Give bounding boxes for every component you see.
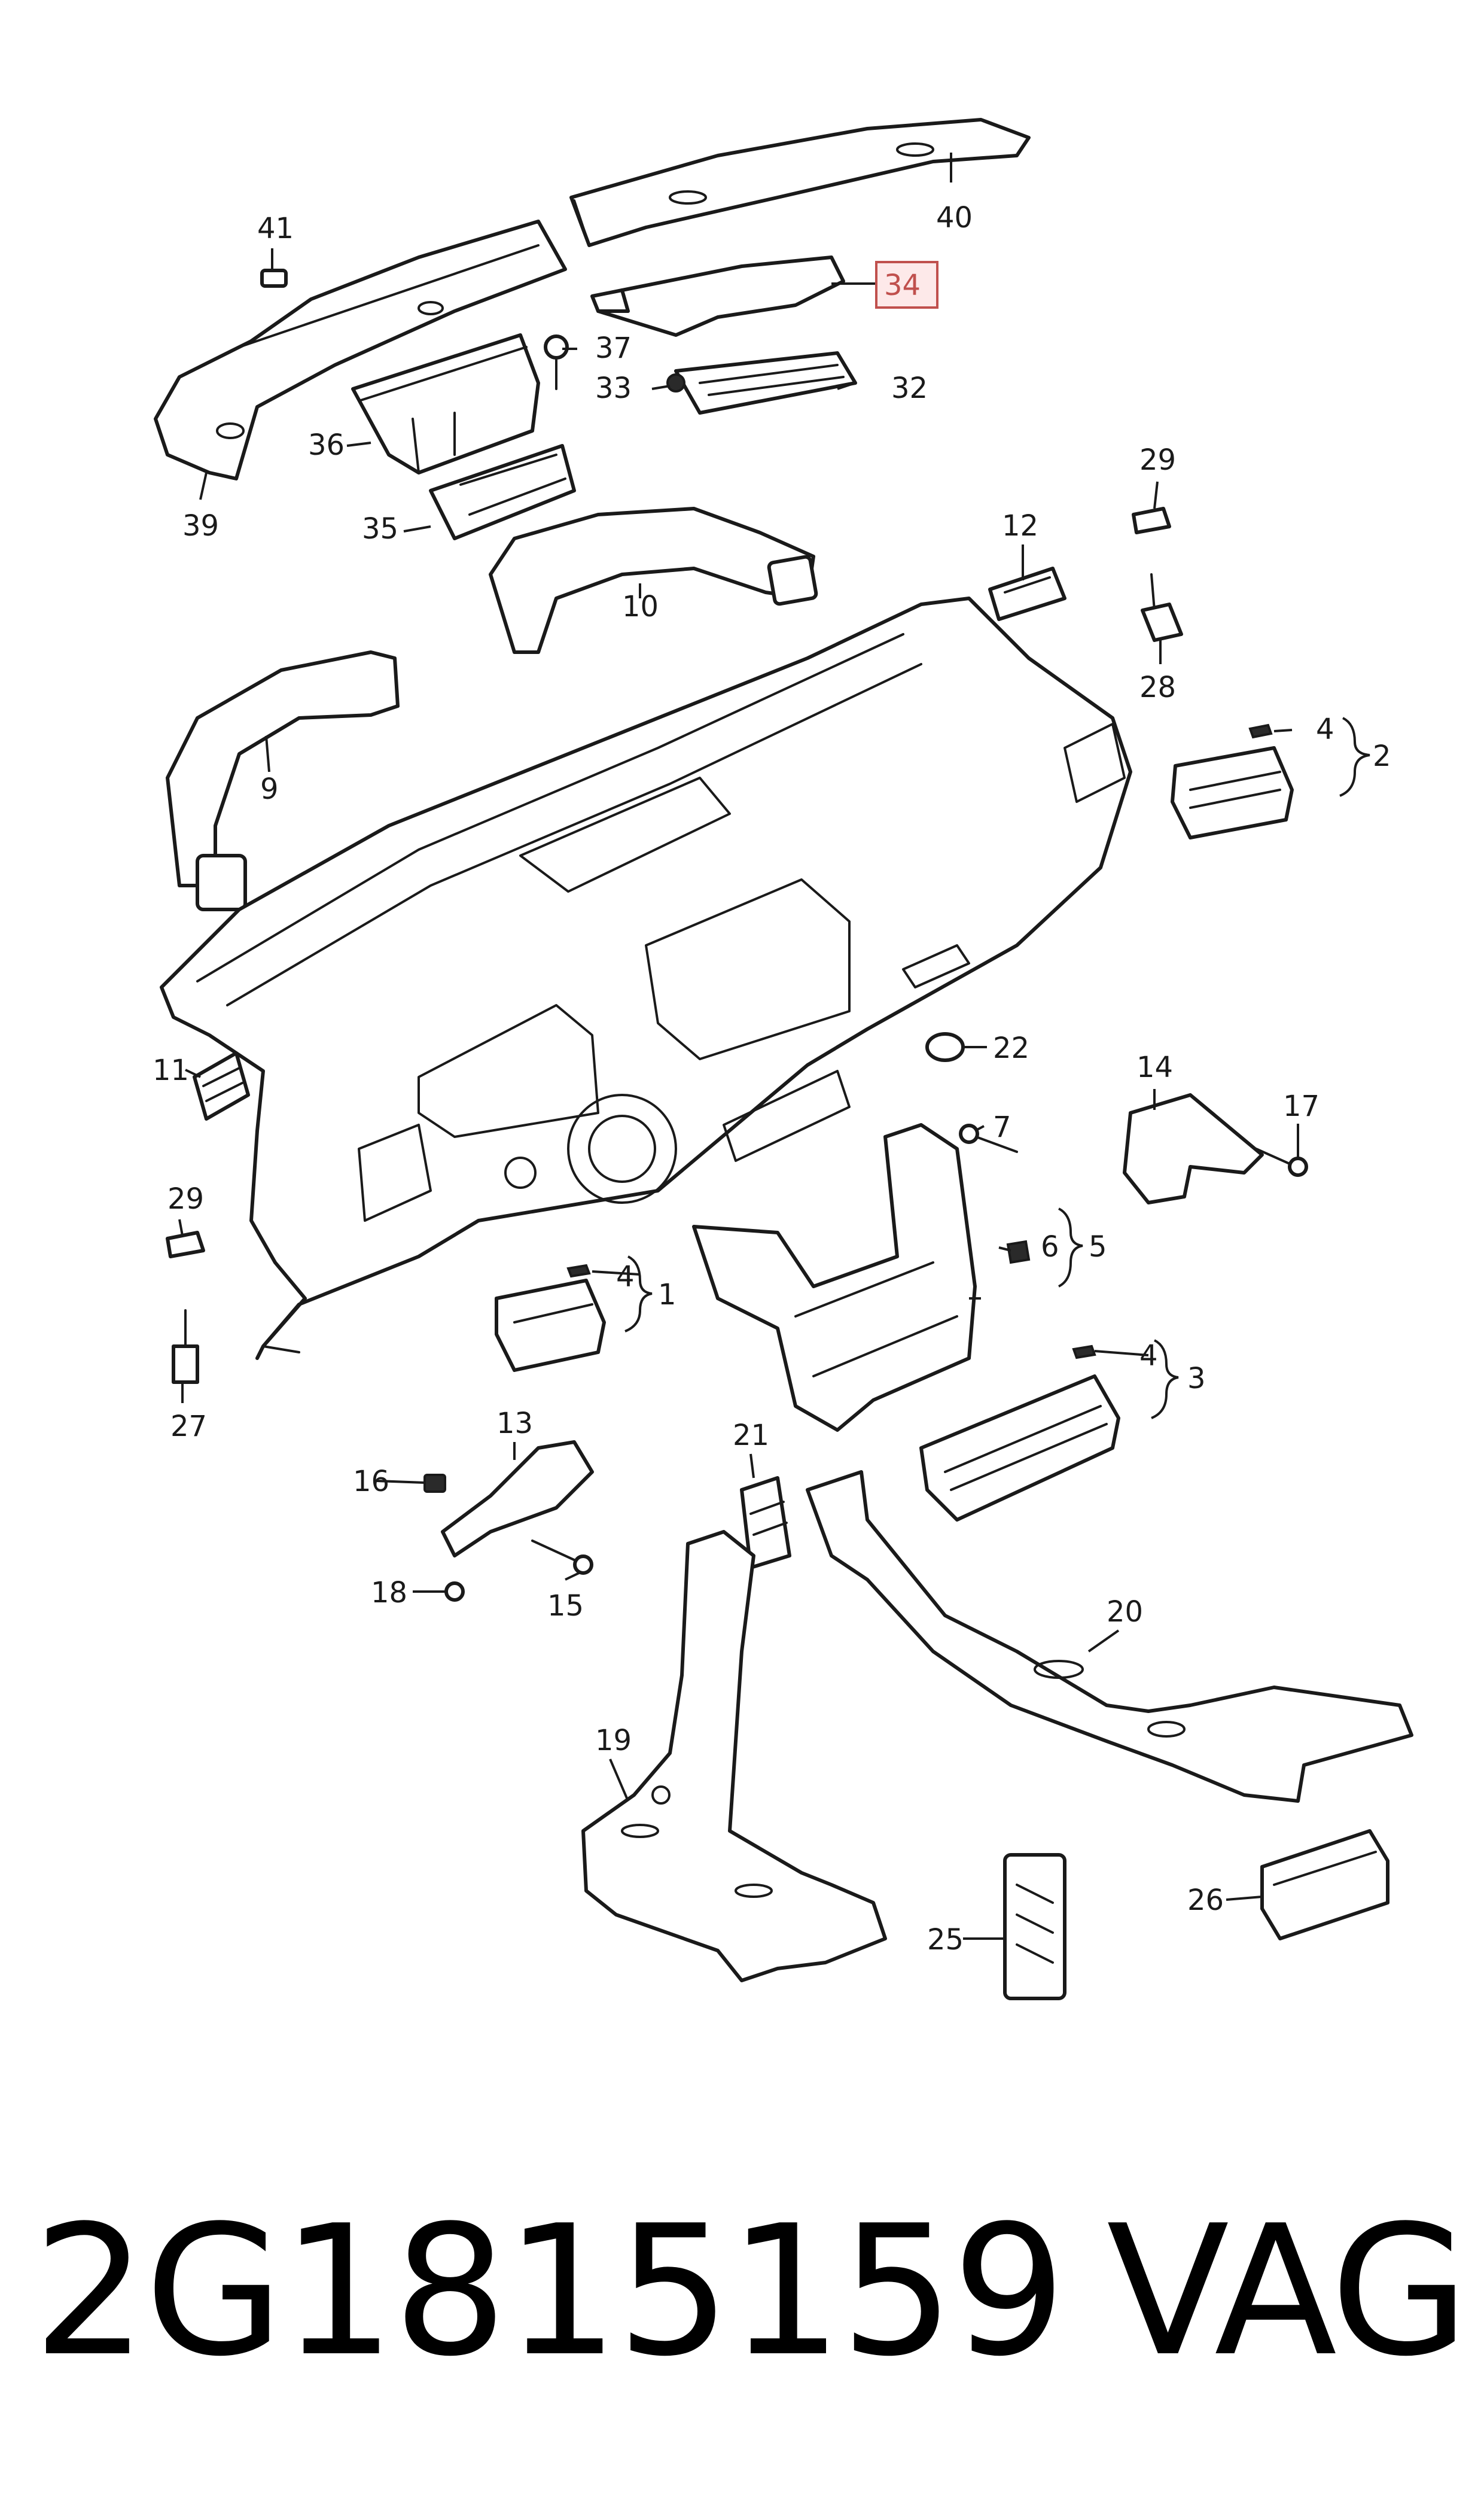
callout-18: 18 — [371, 1576, 407, 1610]
callout-9: 9 — [260, 772, 279, 806]
part-12-vent — [988, 567, 1066, 621]
callout-34: 34 — [884, 269, 921, 302]
part-9-duct — [166, 650, 400, 911]
part-29-clip-top — [1132, 507, 1171, 534]
part-10-duct — [489, 507, 818, 654]
part-5-center-housing — [692, 1123, 977, 1432]
brand-label: VAG — [1107, 2187, 1469, 2396]
part-34-cover — [590, 255, 845, 337]
callout-15: 15 — [547, 1589, 584, 1623]
callout-13: 13 — [496, 1407, 533, 1440]
callout-22: 22 — [993, 1032, 1029, 1065]
callout-21: 21 — [733, 1419, 769, 1452]
callout-4-center: 4 — [1139, 1339, 1158, 1373]
callout-11: 11 — [153, 1054, 189, 1087]
callout-28: 28 — [1139, 671, 1176, 704]
callout-27: 27 — [170, 1410, 207, 1443]
part-29-clip-left — [166, 1231, 205, 1258]
callout-2: 2 — [1373, 740, 1391, 773]
dashboard-panel — [160, 597, 1132, 1360]
callout-5: 5 — [1089, 1230, 1107, 1264]
part-15-screw — [531, 1540, 593, 1575]
part-28-sensor — [1141, 573, 1183, 642]
callout-33: 33 — [595, 372, 632, 405]
part-26-vent — [1260, 1829, 1389, 1940]
callout-12: 12 — [1002, 509, 1038, 543]
part-33-clip — [666, 373, 685, 393]
dashboard-exploded-diagram: 40 34 32 33 41 39 37 36 35 10 9 12 29 28… — [153, 118, 1413, 2000]
callout-labels: 40 34 32 33 41 39 37 36 35 10 9 12 29 28… — [153, 201, 1391, 1957]
part-40-upper-trim — [569, 118, 1031, 247]
callout-41: 41 — [257, 212, 294, 245]
part-36-defrost-duct — [351, 333, 540, 474]
part-18-clip — [444, 1581, 465, 1602]
part-16-clip — [423, 1474, 446, 1493]
callout-20: 20 — [1107, 1595, 1143, 1629]
part-39-side-trim — [154, 220, 567, 480]
leader-lines — [178, 153, 1370, 1940]
part-2-vent-right — [1171, 723, 1294, 839]
callout-25: 25 — [927, 1923, 964, 1957]
part-35-vent — [429, 444, 576, 540]
part-13-bracket — [441, 1440, 594, 1557]
part-6-clip — [1006, 1240, 1031, 1264]
callout-29-top: 29 — [1139, 443, 1176, 477]
part-11-vent — [193, 1051, 250, 1121]
highlight-box — [875, 261, 938, 309]
part-27-sensor — [172, 1309, 199, 1384]
callout-40: 40 — [936, 201, 973, 235]
part-37-clip — [544, 334, 569, 390]
part-1-vent-left — [495, 1264, 606, 1372]
callout-1: 1 — [658, 1278, 677, 1312]
part-7-screw — [959, 1124, 1018, 1153]
part-19-duct — [581, 1530, 887, 1982]
callout-3: 3 — [1187, 1362, 1206, 1395]
part-20-duct — [806, 1470, 1413, 1803]
callout-26: 26 — [1187, 1884, 1224, 1917]
callout-6: 6 — [1041, 1230, 1059, 1264]
callout-36: 36 — [308, 428, 345, 462]
part-25-vent — [1003, 1853, 1066, 2000]
callout-29-left: 29 — [167, 1182, 204, 1216]
callout-4-left: 4 — [616, 1260, 635, 1294]
callout-35: 35 — [362, 512, 398, 546]
part-17-screw — [1255, 1148, 1308, 1177]
part-14-bracket — [1123, 1093, 1264, 1204]
callout-19: 19 — [595, 1724, 632, 1757]
callout-37: 37 — [595, 331, 632, 365]
callout-4-right: 4 — [1316, 713, 1334, 746]
part-41-clip — [260, 269, 288, 288]
callout-32: 32 — [891, 372, 928, 405]
callout-10: 10 — [622, 590, 659, 623]
callout-16: 16 — [353, 1465, 389, 1498]
callout-14: 14 — [1136, 1051, 1173, 1084]
callout-17: 17 — [1283, 1090, 1320, 1123]
part-3-vent-center — [919, 1344, 1120, 1522]
part-22-plug — [925, 1032, 965, 1062]
part-number: 2G1815159 — [33, 2187, 1066, 2396]
part-21-vent — [740, 1476, 791, 1569]
part-32-vent-trim — [674, 351, 857, 415]
callout-39: 39 — [182, 509, 219, 543]
callout-7: 7 — [993, 1111, 1011, 1144]
